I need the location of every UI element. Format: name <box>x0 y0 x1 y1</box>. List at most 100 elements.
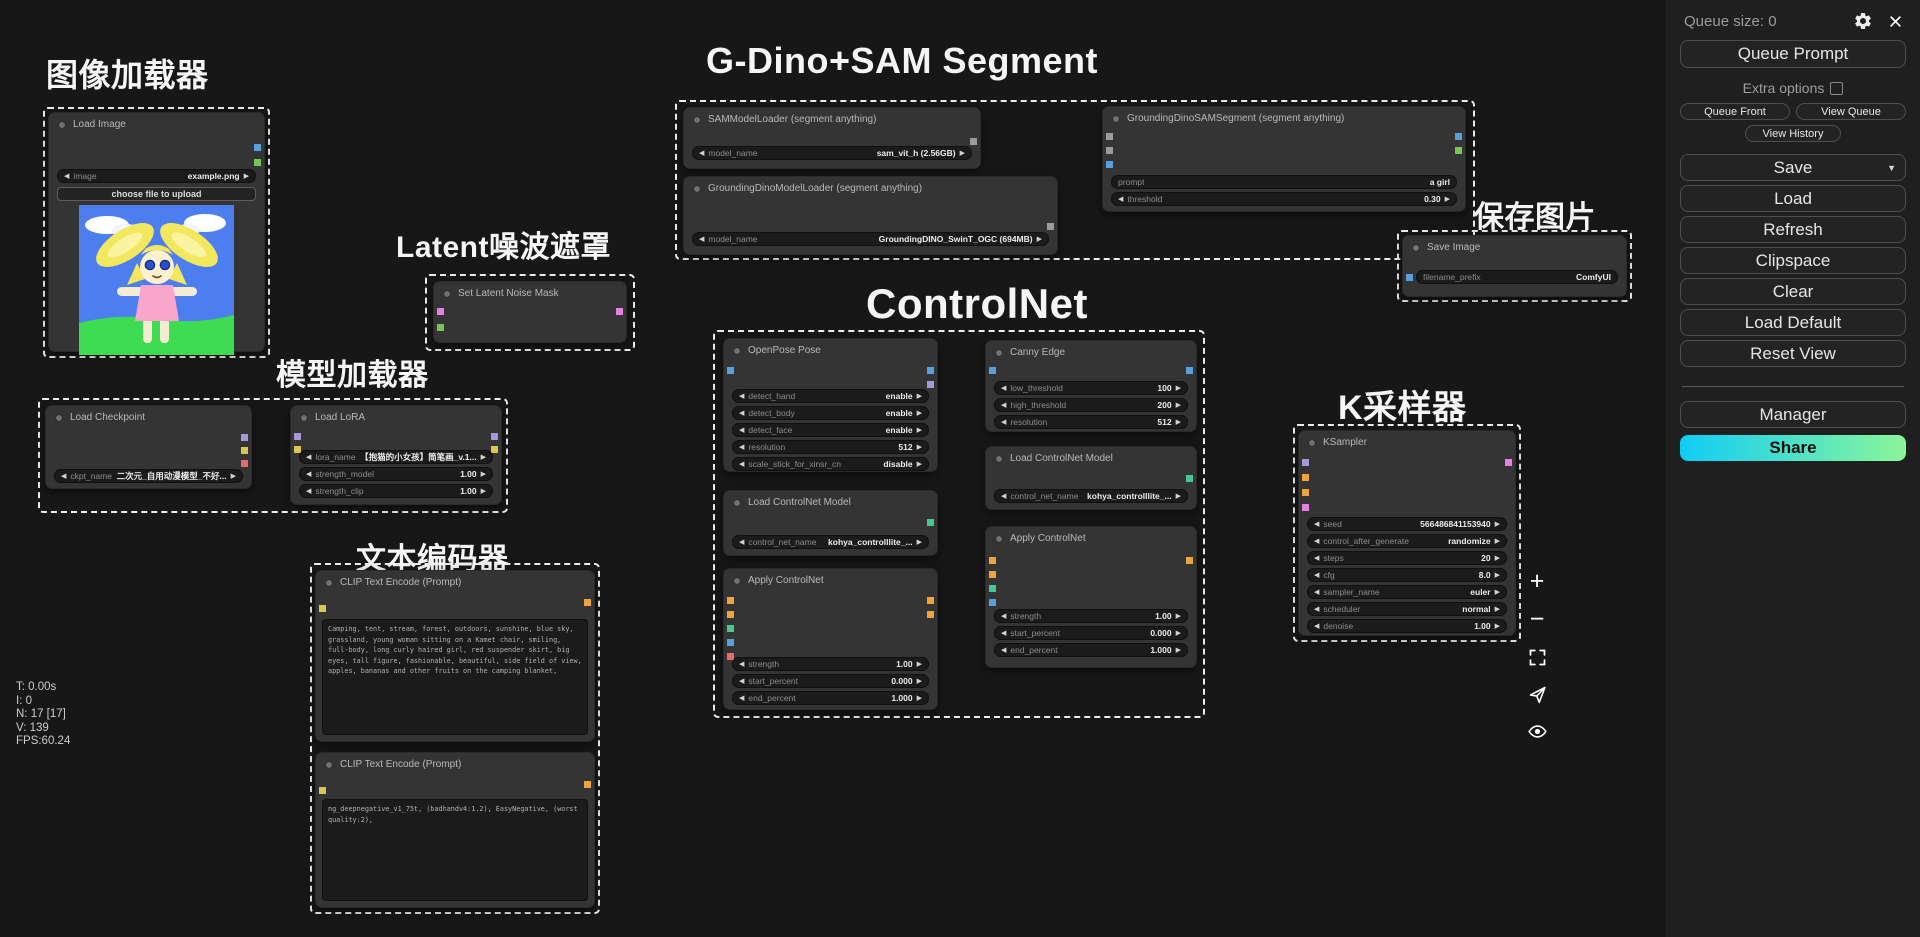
choose-file-button[interactable]: choose file to upload <box>57 187 256 201</box>
widget-filename-prefix[interactable]: filename_prefix ComfyUI <box>1416 270 1618 284</box>
next-arrow-icon[interactable]: ▶ <box>480 453 486 461</box>
widget-end-percent[interactable]: ◀ end_percent 1.000 ▶ <box>994 643 1188 657</box>
prev-arrow-icon[interactable]: ◀ <box>739 392 745 400</box>
prev-arrow-icon[interactable]: ◀ <box>739 443 745 451</box>
prev-arrow-icon[interactable]: ◀ <box>1001 401 1007 409</box>
collapse-dot-icon[interactable] <box>1112 114 1120 123</box>
node-set-latent-noise-mask[interactable]: Set Latent Noise Mask <box>433 281 627 343</box>
collapse-dot-icon[interactable] <box>55 413 63 422</box>
collapse-dot-icon[interactable] <box>443 289 451 298</box>
widget-lora-name[interactable]: ◀ lora_name 【抱猫的小女孩】简笔画_v.1... ▶ <box>299 450 493 464</box>
prev-arrow-icon[interactable]: ◀ <box>699 235 705 243</box>
prev-arrow-icon[interactable]: ◀ <box>1001 629 1007 637</box>
node-gdino-model-loader[interactable]: GroundingDinoModelLoader (segment anythi… <box>683 176 1058 255</box>
output-slot-vae[interactable] <box>241 460 248 467</box>
collapse-dot-icon[interactable] <box>1308 438 1316 447</box>
next-arrow-icon[interactable]: ▶ <box>1494 622 1500 630</box>
output-slot-control-net[interactable] <box>927 519 934 526</box>
prev-arrow-icon[interactable]: ◀ <box>1314 622 1320 630</box>
group-controlnet[interactable] <box>713 330 1205 718</box>
input-slot-model[interactable] <box>294 433 301 440</box>
widget-control-net-name[interactable]: ◀ control_net_name kohya_controlllite_..… <box>994 489 1188 503</box>
input-slot-image[interactable] <box>727 367 734 374</box>
widget-resolution[interactable]: ◀ resolution 512 ▶ <box>994 415 1188 429</box>
collapse-dot-icon[interactable] <box>325 760 333 769</box>
next-arrow-icon[interactable]: ▶ <box>243 172 249 180</box>
next-arrow-icon[interactable]: ▶ <box>916 677 922 685</box>
collapse-dot-icon[interactable] <box>58 120 66 129</box>
widget-cfg[interactable]: ◀ cfg 8.0 ▶ <box>1307 568 1507 582</box>
output-slot-clip[interactable] <box>491 446 498 453</box>
group-label-model-loader[interactable]: 模型加载器 <box>276 359 429 392</box>
widget-strength-clip[interactable]: ◀ strength_clip 1.00 ▶ <box>299 484 493 498</box>
next-arrow-icon[interactable]: ▶ <box>1494 554 1500 562</box>
prev-arrow-icon[interactable]: ◀ <box>1314 554 1320 562</box>
refresh-button[interactable]: Refresh <box>1680 216 1906 243</box>
group-label-gdino-sam[interactable]: G-Dino+SAM Segment <box>706 40 1099 81</box>
collapse-dot-icon[interactable] <box>733 576 741 585</box>
input-slot-image[interactable] <box>989 599 996 606</box>
next-arrow-icon[interactable]: ▶ <box>916 409 922 417</box>
next-arrow-icon[interactable]: ▶ <box>916 426 922 434</box>
input-slot-samples[interactable] <box>437 308 444 315</box>
output-slot-latent[interactable] <box>1505 459 1512 466</box>
node-save-image[interactable]: Save Image filename_prefix ComfyUI <box>1402 235 1627 297</box>
input-slot-control-net[interactable] <box>727 625 734 632</box>
widget-detect-face[interactable]: ◀ detect_face enable ▶ <box>732 423 929 437</box>
next-arrow-icon[interactable]: ▶ <box>1494 520 1500 528</box>
view-history-button[interactable]: View History <box>1745 125 1841 142</box>
next-arrow-icon[interactable]: ▶ <box>1494 571 1500 579</box>
input-slot-negative[interactable] <box>1302 489 1309 496</box>
group-label-image-loader[interactable]: 图像加载器 <box>46 57 209 93</box>
prev-arrow-icon[interactable]: ◀ <box>739 409 745 417</box>
queue-prompt-button[interactable]: Queue Prompt <box>1680 40 1906 68</box>
prev-arrow-icon[interactable]: ◀ <box>1314 520 1320 528</box>
widget-steps[interactable]: ◀ steps 20 ▶ <box>1307 551 1507 565</box>
input-slot-vae[interactable] <box>727 653 734 660</box>
input-slot-latent-image[interactable] <box>1302 504 1309 511</box>
input-slot-positive[interactable] <box>989 557 996 564</box>
view-queue-button[interactable]: View Queue <box>1796 103 1906 120</box>
next-arrow-icon[interactable]: ▶ <box>1036 235 1042 243</box>
widget-scheduler[interactable]: ◀ scheduler normal ▶ <box>1307 602 1507 616</box>
widget-detect-hand[interactable]: ◀ detect_hand enable ▶ <box>732 389 929 403</box>
collapse-dot-icon[interactable] <box>995 348 1003 357</box>
prompt-textarea[interactable]: ng_deepnegative_v1_75t, (badhandv4:1.2),… <box>322 799 588 901</box>
next-arrow-icon[interactable]: ▶ <box>916 392 922 400</box>
node-apply-controlnet-left[interactable]: Apply ControlNet ◀ strength 1.00 ▶ ◀ sta… <box>723 568 938 710</box>
widget-threshold[interactable]: ◀ threshold 0.30 ▶ <box>1111 192 1457 206</box>
next-arrow-icon[interactable]: ▶ <box>480 470 486 478</box>
next-arrow-icon[interactable]: ▶ <box>1175 384 1181 392</box>
clipspace-button[interactable]: Clipspace <box>1680 247 1906 274</box>
prev-arrow-icon[interactable]: ◀ <box>306 487 312 495</box>
group-text-encoder[interactable] <box>310 563 600 914</box>
collapse-dot-icon[interactable] <box>325 578 333 587</box>
next-arrow-icon[interactable]: ▶ <box>916 538 922 546</box>
prev-arrow-icon[interactable]: ◀ <box>739 460 745 468</box>
next-arrow-icon[interactable]: ▶ <box>230 472 236 480</box>
output-slot-pose-keypoint[interactable] <box>927 381 934 388</box>
node-load-lora[interactable]: Load LoRA ◀ lora_name 【抱猫的小女孩】简笔画_v.1...… <box>290 405 502 505</box>
widget-sampler-name[interactable]: ◀ sampler_name euler ▶ <box>1307 585 1507 599</box>
next-arrow-icon[interactable]: ▶ <box>916 694 922 702</box>
output-slot-gdino-model[interactable] <box>1047 223 1054 230</box>
collapse-dot-icon[interactable] <box>300 413 308 422</box>
prev-arrow-icon[interactable]: ◀ <box>306 453 312 461</box>
group-label-save-image[interactable]: 保存图片 <box>1474 201 1596 234</box>
next-arrow-icon[interactable]: ▶ <box>480 487 486 495</box>
widget-high-threshold[interactable]: ◀ high_threshold 200 ▶ <box>994 398 1188 412</box>
input-slot-model[interactable] <box>1302 459 1309 466</box>
prev-arrow-icon[interactable]: ◀ <box>1001 612 1007 620</box>
node-load-controlnet-right[interactable]: Load ControlNet Model ◀ control_net_name… <box>985 446 1197 510</box>
node-canny-edge[interactable]: Canny Edge ◀ low_threshold 100 ▶ ◀ high_… <box>985 340 1197 432</box>
output-slot-negative[interactable] <box>927 611 934 618</box>
prev-arrow-icon[interactable]: ◀ <box>64 172 70 180</box>
prev-arrow-icon[interactable]: ◀ <box>739 677 745 685</box>
output-slot-image[interactable] <box>254 144 261 151</box>
widget-model-name[interactable]: ◀ model_name GroundingDINO_SwinT_OGC (69… <box>692 232 1049 246</box>
output-slot-latent[interactable] <box>616 308 623 315</box>
next-arrow-icon[interactable]: ▶ <box>1444 195 1450 203</box>
node-load-controlnet-left[interactable]: Load ControlNet Model ◀ control_net_name… <box>723 490 938 556</box>
node-load-checkpoint[interactable]: Load Checkpoint ◀ ckpt_name 二次元_自用动漫模型_不… <box>45 405 252 489</box>
widget-denoise[interactable]: ◀ denoise 1.00 ▶ <box>1307 619 1507 633</box>
